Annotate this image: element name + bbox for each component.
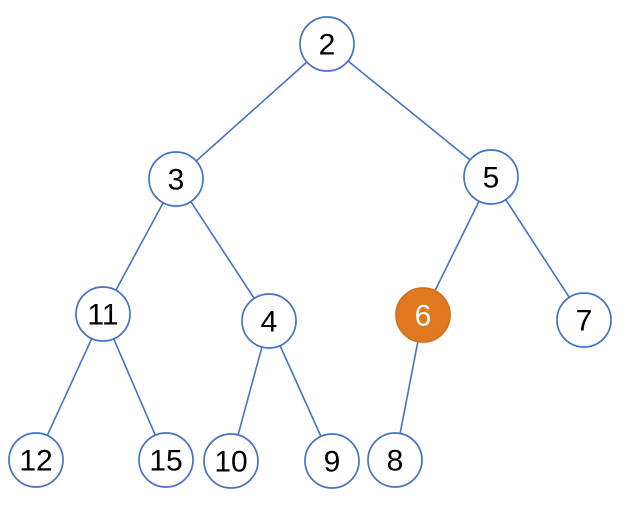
tree-node-15[interactable]: 15 bbox=[138, 432, 194, 488]
tree-edge-3-to-4 bbox=[190, 201, 255, 299]
tree-node-9[interactable]: 9 bbox=[304, 433, 360, 489]
node-label-4: 4 bbox=[261, 306, 278, 339]
node-label-7: 7 bbox=[576, 305, 593, 338]
tree-node-4[interactable]: 4 bbox=[241, 293, 297, 349]
node-circle-10 bbox=[203, 433, 259, 489]
node-label-3: 3 bbox=[168, 164, 185, 197]
tree-edge-3-to-11 bbox=[115, 202, 164, 291]
node-label-11: 11 bbox=[87, 299, 118, 332]
tree-node-6[interactable]: 6 bbox=[395, 287, 451, 343]
node-label-2: 2 bbox=[319, 29, 336, 62]
node-circle-8 bbox=[367, 432, 423, 488]
node-circle-5 bbox=[463, 149, 519, 205]
tree-edge-5-to-6 bbox=[434, 200, 480, 292]
tree-node-10[interactable]: 10 bbox=[203, 433, 259, 489]
node-circle-12 bbox=[8, 432, 64, 488]
tree-node-11[interactable]: 11 bbox=[75, 286, 131, 342]
tree-edge-2-to-3 bbox=[195, 61, 308, 162]
node-circle-4 bbox=[241, 293, 297, 349]
node-label-8: 8 bbox=[387, 445, 404, 478]
tree-edge-5-to-7 bbox=[505, 199, 570, 298]
tree-edge-11-to-12 bbox=[46, 338, 93, 436]
tree-edges-layer bbox=[46, 60, 570, 437]
tree-edge-4-to-10 bbox=[237, 346, 263, 436]
tree-node-7[interactable]: 7 bbox=[556, 292, 612, 348]
tree-node-3[interactable]: 3 bbox=[148, 151, 204, 207]
tree-node-12[interactable]: 12 bbox=[8, 432, 64, 488]
tree-node-5[interactable]: 5 bbox=[463, 149, 519, 205]
node-label-10: 10 bbox=[214, 446, 247, 479]
tree-node-8[interactable]: 8 bbox=[367, 432, 423, 488]
tree-nodes-layer: 2 3 5 11 4 6 7 12 15 10 9 8 bbox=[8, 16, 612, 489]
node-circle-11 bbox=[75, 286, 131, 342]
tree-edge-11-to-15 bbox=[112, 338, 157, 436]
node-circle-3 bbox=[148, 151, 204, 207]
tree-edge-6-to-8 bbox=[399, 341, 419, 434]
tree-edge-4-to-9 bbox=[279, 345, 322, 437]
node-circle-15 bbox=[138, 432, 194, 488]
tree-edge-2-to-5 bbox=[347, 60, 471, 161]
node-circle-7 bbox=[556, 292, 612, 348]
node-circle-2 bbox=[299, 16, 355, 72]
node-circle-9 bbox=[304, 433, 360, 489]
node-label-9: 9 bbox=[324, 446, 341, 479]
tree-node-2[interactable]: 2 bbox=[299, 16, 355, 72]
node-label-6: 6 bbox=[415, 300, 432, 333]
node-label-15: 15 bbox=[149, 445, 182, 478]
node-circle-6 bbox=[395, 287, 451, 343]
node-label-5: 5 bbox=[483, 162, 500, 195]
node-label-12: 12 bbox=[19, 445, 52, 478]
